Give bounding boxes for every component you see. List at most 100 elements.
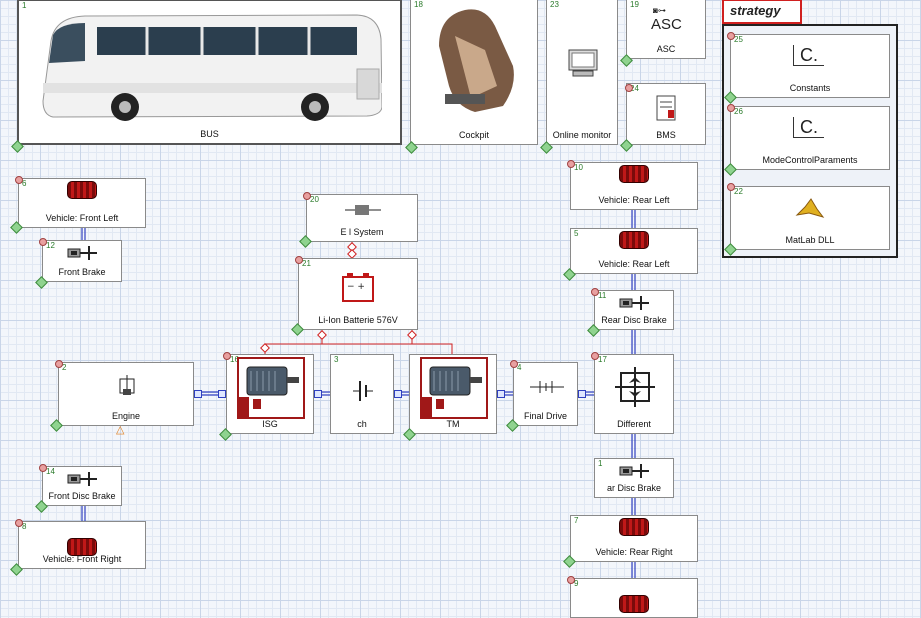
block-number: 21 [302, 259, 311, 268]
block-label: ASC [656, 44, 676, 54]
input-pin[interactable] [567, 160, 575, 168]
input-pin[interactable] [510, 360, 518, 368]
block-number: 1 [22, 1, 27, 10]
rear-disc-brake-top-block[interactable]: 11 Rear Disc Brake [594, 290, 674, 330]
electrical-system-block[interactable]: 20 E l System [306, 194, 418, 242]
input-pin[interactable] [727, 104, 735, 112]
block-label: Front Brake [58, 267, 106, 277]
block-label: ISG [262, 419, 278, 429]
online-monitor-block[interactable]: 23 Online monitor [546, 0, 618, 145]
motor-icon [237, 357, 305, 419]
bus-block[interactable]: 1 BUS [17, 0, 402, 145]
battery-icon: − + [342, 273, 374, 302]
block-label: Constants [789, 83, 831, 93]
mech-port[interactable] [394, 390, 402, 398]
block-number: 20 [310, 195, 319, 204]
svg-text:− +: − + [347, 282, 365, 292]
mech-port[interactable] [314, 390, 322, 398]
block-number: 17 [598, 355, 607, 364]
block-label: ar Disc Brake [606, 483, 661, 493]
front-disc-brake-block[interactable]: 14 Front Disc Brake [42, 466, 122, 506]
input-pin[interactable] [39, 464, 47, 472]
input-pin[interactable] [295, 256, 303, 264]
constants-block[interactable]: 25 C. Constants [730, 34, 890, 98]
input-pin[interactable] [591, 288, 599, 296]
block-number: 22 [734, 187, 743, 196]
block-label: Different [617, 419, 651, 429]
tm-block[interactable]: TM [409, 354, 497, 434]
input-pin[interactable] [303, 192, 311, 200]
block-number: 7 [574, 516, 579, 525]
differential-block[interactable]: 17 Different [594, 354, 674, 434]
block-label: Engine [111, 411, 141, 421]
input-pin[interactable] [727, 183, 735, 191]
mech-port[interactable] [578, 390, 586, 398]
block-label: Final Drive [523, 411, 567, 421]
disc-brake-icon [619, 464, 649, 478]
wheel-icon [67, 181, 97, 199]
constants-icon: C. [793, 45, 824, 66]
final-drive-block[interactable]: 4 Final Drive [513, 362, 578, 426]
wheel-icon [619, 518, 649, 536]
vehicle-front-right-block[interactable]: 8 Vehicle: Front Right [18, 521, 146, 569]
input-pin[interactable] [15, 176, 23, 184]
isg-block[interactable]: 16 ISG [226, 354, 314, 434]
warning-marker-icon: △ [116, 424, 125, 436]
mode-control-block[interactable]: 26 C. ModeControlParaments [730, 106, 890, 170]
input-pin[interactable] [727, 32, 735, 40]
differential-icon [615, 367, 655, 407]
block-number: 4 [517, 363, 522, 372]
input-pin[interactable] [567, 576, 575, 584]
engine-block[interactable]: 2 Engine [58, 362, 194, 426]
clutch-icon [353, 381, 373, 401]
bms-block[interactable]: 24 BMS [626, 83, 706, 145]
vehicle-front-left-block[interactable]: 6 Vehicle: Front Left [18, 178, 146, 228]
input-pin[interactable] [15, 519, 23, 527]
vehicle-rear-left-b-block[interactable]: 5 Vehicle: Rear Left [570, 228, 698, 274]
mech-port[interactable] [194, 390, 202, 398]
block-label: Rear Disc Brake [601, 315, 667, 325]
input-pin[interactable] [625, 84, 633, 92]
engine-icon [119, 375, 135, 395]
block-label: Vehicle: Rear Left [598, 195, 670, 205]
asc-block[interactable]: 19 ◙⊶ ASC ASC [626, 0, 706, 59]
clutch-block[interactable]: 3 ch [330, 354, 394, 434]
block-number: 19 [630, 0, 639, 9]
vehicle-rear-right-block[interactable]: 7 Vehicle: Rear Right [570, 515, 698, 562]
block-label: MatLab DLL [785, 235, 835, 245]
block-number: 10 [574, 163, 583, 172]
block-number: 26 [734, 107, 743, 116]
block-label: Online monitor [552, 130, 612, 140]
block-number: 6 [22, 179, 27, 188]
input-pin[interactable] [55, 360, 63, 368]
matlab-dll-block[interactable]: 22 MatLab DLL [730, 186, 890, 250]
block-number: 2 [62, 363, 67, 372]
vehicle-rear-right-b-block[interactable]: 9 [570, 578, 698, 618]
block-number: 11 [598, 291, 607, 300]
block-number: 16 [230, 355, 239, 364]
disc-brake-icon [67, 246, 97, 260]
asc-icon: ASC [651, 16, 682, 33]
battery-block[interactable]: 21 − + Li-Ion Batterie 576V [298, 258, 418, 330]
input-pin[interactable] [39, 238, 47, 246]
vehicle-rear-left-a-block[interactable]: 10 Vehicle: Rear Left [570, 162, 698, 210]
block-number: 8 [22, 522, 27, 531]
final-drive-icon [530, 381, 564, 393]
block-label: Vehicle: Front Right [42, 554, 122, 564]
block-label: E l System [340, 227, 384, 237]
front-brake-left-block[interactable]: 12 Front Brake [42, 240, 122, 282]
cockpit-block[interactable]: 18 Cockpit [410, 0, 538, 145]
rear-disc-brake-bottom-block[interactable]: 1 ar Disc Brake [594, 458, 674, 498]
mech-port[interactable] [218, 390, 226, 398]
block-label: Cockpit [458, 130, 489, 140]
block-label: TM [446, 419, 460, 429]
input-pin[interactable] [591, 352, 599, 360]
block-label: BMS [656, 130, 676, 140]
monitor-icon [568, 49, 598, 77]
wheel-icon [619, 165, 649, 183]
wheel-icon [67, 538, 97, 556]
electrical-icon [345, 205, 381, 215]
mech-port[interactable] [497, 390, 505, 398]
input-pin[interactable] [223, 352, 231, 360]
wheel-icon [619, 231, 649, 249]
